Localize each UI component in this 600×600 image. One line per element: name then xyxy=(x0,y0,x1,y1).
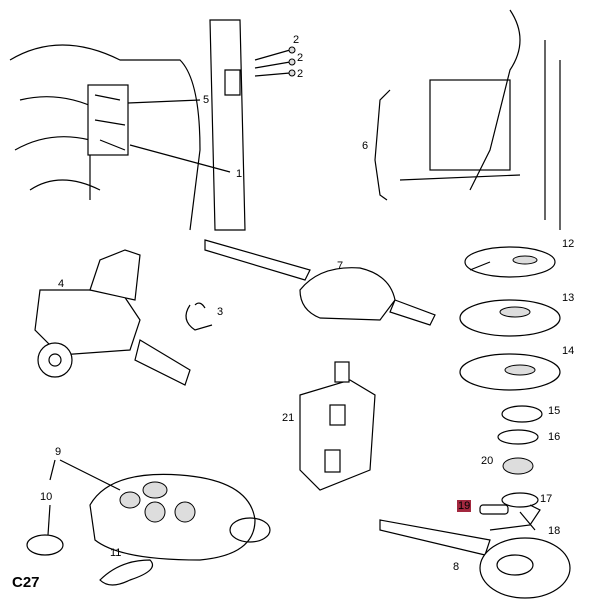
callout-19-highlighted[interactable]: 19 xyxy=(457,500,472,512)
callout-16: 16 xyxy=(548,431,561,443)
spring-clip xyxy=(489,504,541,531)
callout-4: 4 xyxy=(58,278,65,290)
callout-7: 7 xyxy=(337,260,344,272)
key-blank xyxy=(204,239,436,326)
pin xyxy=(479,504,509,515)
callout-13: 13 xyxy=(562,292,575,304)
callout-21: 21 xyxy=(282,412,295,424)
callout-18: 18 xyxy=(548,525,561,537)
callout-12: 12 xyxy=(562,238,575,250)
callout-6: 6 xyxy=(362,140,369,152)
callout-1: 1 xyxy=(236,168,243,180)
door-lock-assembly xyxy=(9,19,296,231)
key-heads xyxy=(459,246,561,391)
callout-14: 14 xyxy=(562,345,575,357)
callout-10: 10 xyxy=(40,491,53,503)
callout-8: 8 xyxy=(453,561,460,573)
callout-3: 3 xyxy=(217,306,224,318)
callout-15: 15 xyxy=(548,405,561,417)
key-fob-cover xyxy=(89,473,271,561)
gasket xyxy=(99,559,154,586)
callout-2: 2 xyxy=(293,34,300,46)
callout-17: 17 xyxy=(540,493,553,505)
lock-rod xyxy=(374,89,391,201)
remote-key xyxy=(379,519,571,599)
lock-cylinder xyxy=(34,249,191,386)
callout-11: 11 xyxy=(110,547,122,559)
seal-ring xyxy=(497,429,539,445)
callout-2: 2 xyxy=(297,68,304,80)
callout-9: 9 xyxy=(55,446,62,458)
callout-5: 5 xyxy=(203,94,210,106)
battery-cap xyxy=(26,534,64,556)
door-latch-assembly xyxy=(399,9,561,230)
battery xyxy=(502,457,534,475)
leader-lines xyxy=(47,261,491,536)
clip xyxy=(185,302,213,331)
callout-2: 2 xyxy=(297,52,304,64)
spring-cap xyxy=(501,492,539,508)
callout-20: 20 xyxy=(481,455,494,467)
battery-cover xyxy=(501,405,543,423)
transmitter-unit xyxy=(299,361,376,491)
diagram-code: C27 xyxy=(12,574,40,591)
